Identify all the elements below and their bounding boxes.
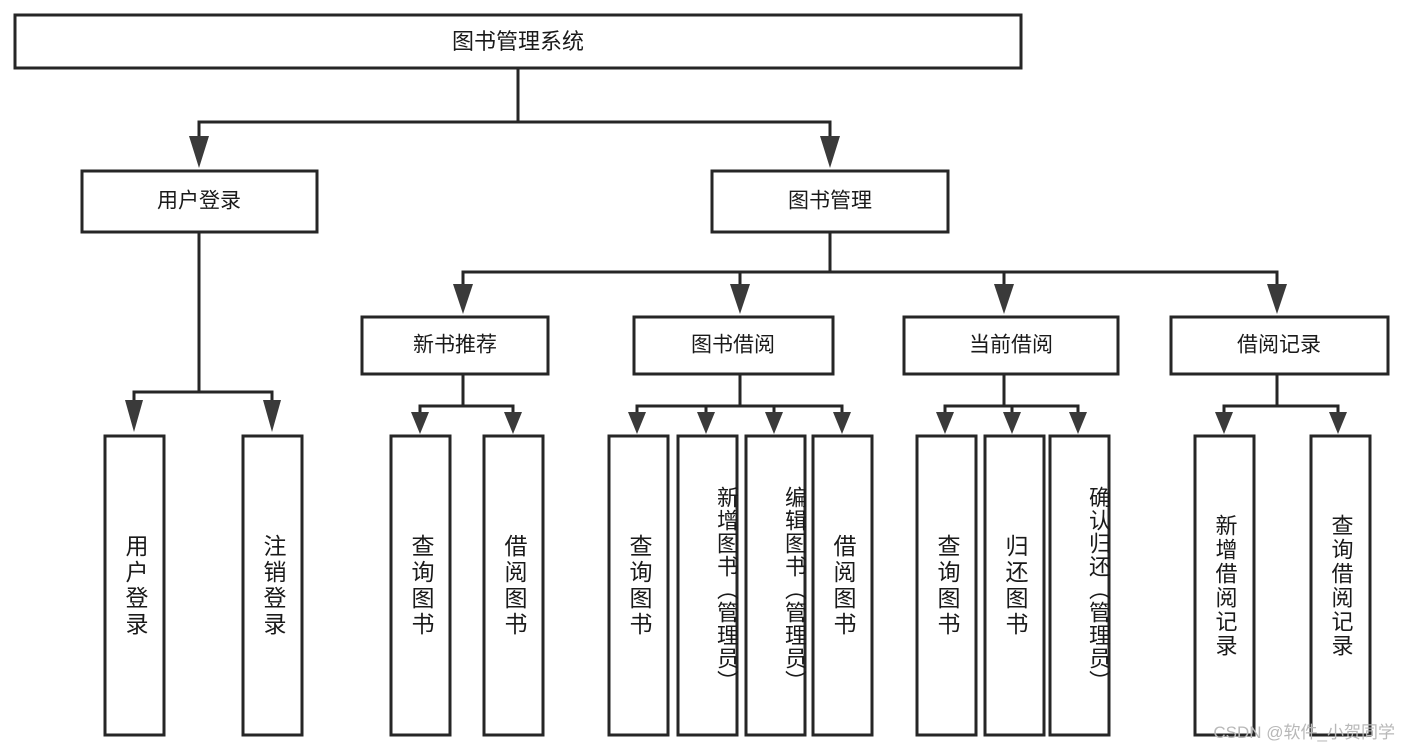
arrow-head-leaf-confirm-return bbox=[1069, 412, 1087, 434]
node-root[interactable]: 图书管理系统 bbox=[13, 13, 1023, 70]
arrow-head-new-book-recommend bbox=[453, 284, 473, 314]
node-current-borrow-box[interactable] bbox=[902, 315, 1120, 376]
node-book-borrow-label: 图书借阅 bbox=[691, 334, 775, 357]
node-leaf-borrow-book-1-box[interactable] bbox=[482, 434, 545, 737]
node-user-login-box[interactable] bbox=[80, 169, 319, 234]
node-current-borrow[interactable]: 当前借阅 bbox=[902, 315, 1120, 376]
arrow-head-leaf-borrow-book-2 bbox=[833, 412, 851, 434]
node-new-book-recommend-box[interactable] bbox=[360, 315, 550, 376]
arrow-head-leaf-user-login bbox=[125, 400, 143, 432]
node-borrow-record-box[interactable] bbox=[1169, 315, 1390, 376]
connector-group-new-book-recommend bbox=[411, 372, 522, 434]
arrow-head-leaf-add-record bbox=[1215, 412, 1233, 434]
node-leaf-query-book-3-box[interactable] bbox=[915, 434, 978, 737]
arrow-head-leaf-edit-book bbox=[765, 412, 783, 434]
node-new-book-recommend[interactable]: 新书推荐 bbox=[360, 315, 550, 376]
arrow-head-user-login bbox=[189, 136, 209, 168]
arrow-head-leaf-add-book bbox=[697, 412, 715, 434]
node-leaf-query-book-1-box[interactable] bbox=[389, 434, 452, 737]
arrow-head-book-manage bbox=[820, 136, 840, 168]
node-root-box[interactable] bbox=[13, 13, 1023, 70]
node-user-login-label: 用户登录 bbox=[157, 190, 241, 213]
node-leaf-user-logout-box[interactable] bbox=[241, 434, 304, 737]
node-leaf-borrow-book-2-box[interactable] bbox=[811, 434, 874, 737]
node-leaf-return-book-box[interactable] bbox=[983, 434, 1046, 737]
connector-group-current-borrow bbox=[936, 372, 1087, 434]
node-book-borrow[interactable]: 图书借阅 bbox=[632, 315, 835, 376]
node-book-manage-label: 图书管理 bbox=[788, 190, 872, 213]
arrow-head-leaf-query-book-3 bbox=[936, 412, 954, 434]
node-book-manage[interactable]: 图书管理 bbox=[710, 169, 950, 234]
arrow-head-leaf-query-book-1 bbox=[411, 412, 429, 434]
node-book-manage-box[interactable] bbox=[710, 169, 950, 234]
connector-group-root bbox=[189, 66, 840, 168]
connector-group-book-borrow bbox=[628, 372, 851, 434]
node-leaf-add-book-box[interactable] bbox=[676, 434, 739, 737]
node-current-borrow-label: 当前借阅 bbox=[969, 334, 1053, 357]
arrow-head-leaf-query-book-2 bbox=[628, 412, 646, 434]
node-leaf-query-record-box[interactable] bbox=[1309, 434, 1372, 737]
node-borrow-record-label: 借阅记录 bbox=[1237, 334, 1321, 357]
arrow-head-current-borrow bbox=[994, 284, 1014, 314]
node-book-borrow-box[interactable] bbox=[632, 315, 835, 376]
node-new-book-recommend-label: 新书推荐 bbox=[413, 334, 497, 357]
connector-group-borrow-record bbox=[1215, 372, 1347, 434]
connector-group-user-login bbox=[125, 230, 281, 432]
arrow-head-leaf-return-book bbox=[1003, 412, 1021, 434]
arrow-head-leaf-user-logout bbox=[263, 400, 281, 432]
node-leaf-user-login-box[interactable] bbox=[103, 434, 166, 737]
arrow-head-leaf-query-record bbox=[1329, 412, 1347, 434]
node-borrow-record[interactable]: 借阅记录 bbox=[1169, 315, 1390, 376]
node-leaf-edit-book-box[interactable] bbox=[744, 434, 807, 737]
csdn-watermark: CSDN @软件_小贺同学 bbox=[1213, 723, 1395, 742]
node-root-label: 图书管理系统 bbox=[452, 29, 584, 54]
node-leaf-add-record-box[interactable] bbox=[1193, 434, 1256, 737]
connector-group-book-manage bbox=[453, 230, 1287, 314]
arrow-head-borrow-record bbox=[1267, 284, 1287, 314]
arrow-head-leaf-borrow-book-1 bbox=[504, 412, 522, 434]
node-user-login[interactable]: 用户登录 bbox=[80, 169, 319, 234]
node-leaf-query-book-2-box[interactable] bbox=[607, 434, 670, 737]
node-leaf-confirm-return-box[interactable] bbox=[1048, 434, 1111, 737]
arrow-head-book-borrow bbox=[730, 284, 750, 314]
